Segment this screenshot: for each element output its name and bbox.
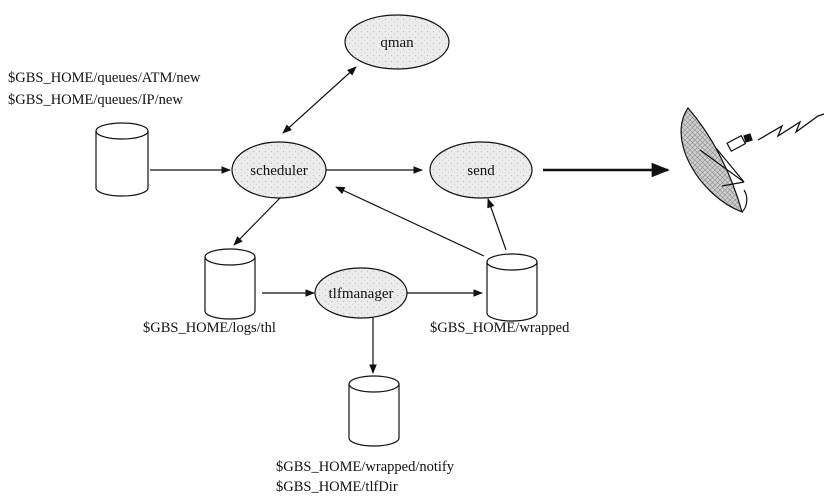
database-cylinder-icon bbox=[204, 248, 256, 320]
process-qman-label: qman bbox=[380, 35, 414, 51]
logs-thl-path: $GBS_HOME/logs/thl bbox=[143, 320, 276, 336]
process-scheduler-label: scheduler bbox=[250, 163, 307, 179]
wrapped-notify-path: $GBS_HOME/wrapped/notify bbox=[276, 459, 455, 475]
database-cylinder-icon bbox=[95, 122, 149, 197]
process-tlfmanager-label: tlfmanager bbox=[329, 286, 394, 302]
queues-ip-path: $GBS_HOME/queues/IP/new bbox=[8, 92, 183, 108]
edge-scheduler-to-thl bbox=[233, 197, 281, 246]
database-cylinder-icon bbox=[486, 253, 538, 322]
process-tlfmanager: tlfmanager bbox=[314, 267, 408, 319]
satellite-dish-icon bbox=[680, 107, 825, 213]
edges bbox=[150, 66, 670, 374]
edge-wrapped-to-scheduler bbox=[335, 186, 485, 257]
edge-scheduler-qman bbox=[282, 66, 357, 134]
process-qman: qman bbox=[344, 14, 450, 70]
database-cylinder-icon bbox=[348, 375, 400, 447]
queues-atm-path: $GBS_HOME/queues/ATM/new bbox=[8, 70, 201, 86]
edge-wrapped-to-send bbox=[487, 198, 507, 251]
tlf-dir-path: $GBS_HOME/tlfDir bbox=[276, 479, 398, 495]
process-send-label: send bbox=[467, 163, 495, 179]
wrapped-path: $GBS_HOME/wrapped bbox=[430, 320, 570, 336]
process-send: send bbox=[429, 141, 533, 199]
process-scheduler: scheduler bbox=[231, 141, 327, 199]
